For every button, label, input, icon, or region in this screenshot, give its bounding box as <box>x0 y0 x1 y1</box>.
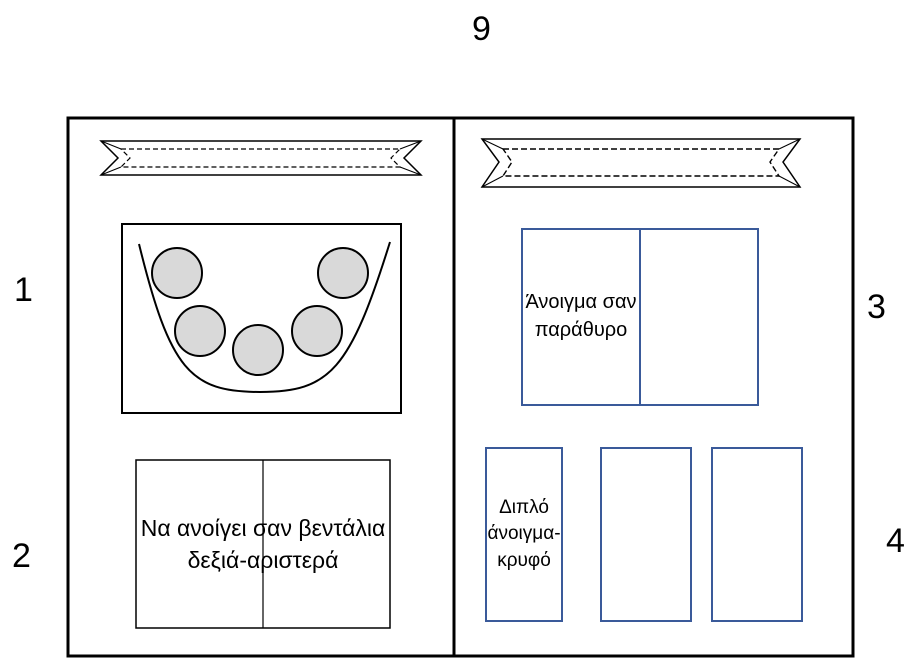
label-3: 3 <box>867 288 886 326</box>
label-2: 2 <box>12 537 31 575</box>
double-fold-text: Διπλό άνοιγμα-κρυφό <box>487 496 561 571</box>
circle-item <box>232 324 284 376</box>
label-4: 4 <box>886 522 905 560</box>
page-number-label: 9 <box>472 10 491 48</box>
fan-fold-text: Να ανοίγει σαν βεντάλια δεξιά-αριστερά <box>140 514 386 573</box>
blank-flap <box>711 447 803 622</box>
window-fold-text: Άνοιγμα σαν παράθυρο <box>525 291 637 341</box>
circle-item <box>317 247 369 299</box>
pocket-curve <box>138 241 391 394</box>
window-fold-box <box>521 228 759 406</box>
label-1: 1 <box>14 271 33 309</box>
circle-item <box>151 247 203 299</box>
circle-item <box>291 305 343 357</box>
right-ribbon-banner <box>480 138 802 188</box>
double-fold-flap <box>485 447 563 622</box>
pocket-with-circles <box>121 223 402 414</box>
book-frame <box>66 116 855 658</box>
circle-item <box>174 305 226 357</box>
fan-fold-box <box>135 459 391 629</box>
left-ribbon-banner <box>99 140 423 176</box>
blank-flap <box>600 447 692 622</box>
